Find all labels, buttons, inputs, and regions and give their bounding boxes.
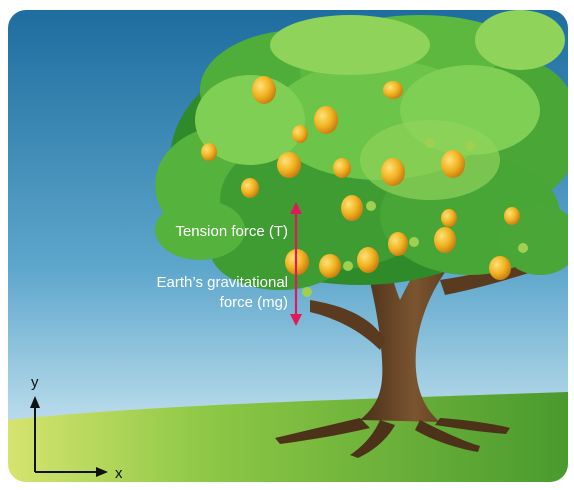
- tension-force-label: Tension force (T): [175, 223, 288, 240]
- gravity-force-label-line1: Earth’s gravitational: [157, 274, 288, 291]
- gravity-force-label-line2: force (mg): [220, 294, 288, 311]
- y-axis-label: y: [31, 374, 39, 391]
- x-axis-label: x: [115, 465, 123, 482]
